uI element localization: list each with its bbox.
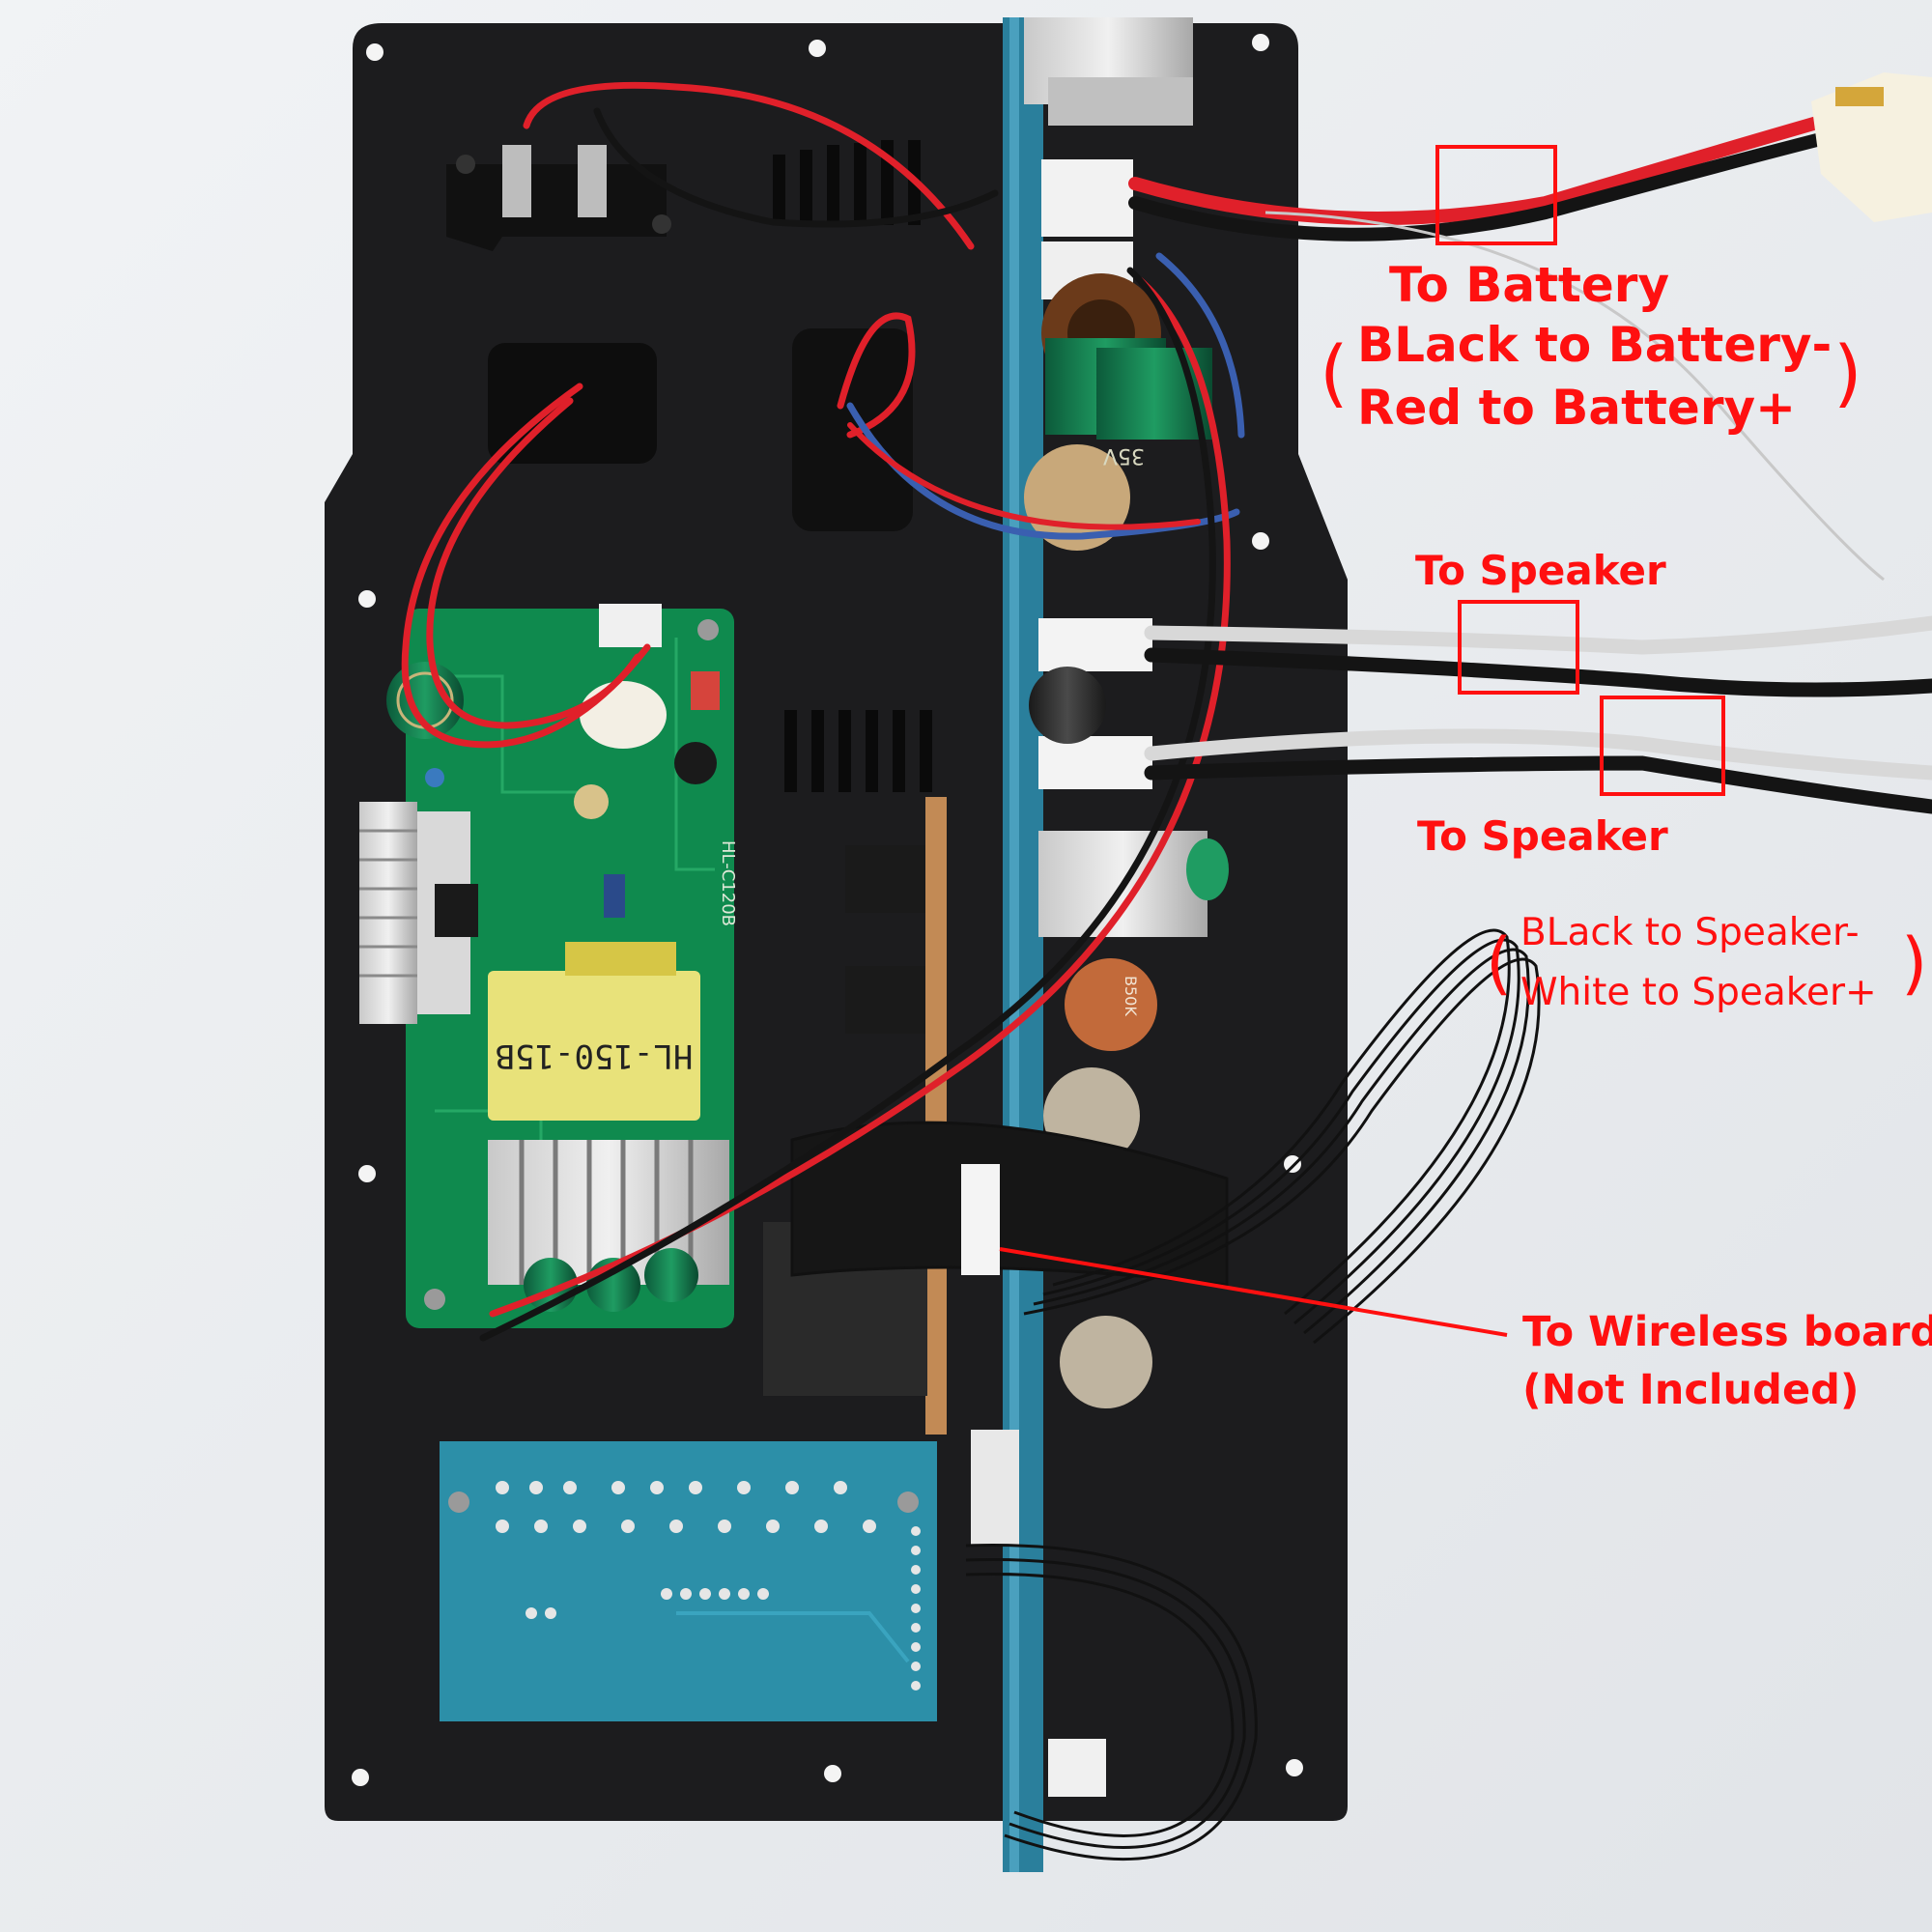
speaker-cable-2 (1144, 728, 1932, 814)
battery-red-label: Red to Battery+ (1357, 380, 1796, 436)
speaker-paren-open: ( (1486, 923, 1513, 1003)
wireless-board-connector (961, 1164, 1000, 1275)
speaker-top-label: To Speaker (1415, 547, 1666, 594)
cap-rating-print: 35V (1103, 443, 1145, 468)
speaker-highlight-box-2 (1600, 696, 1725, 796)
internal-wiring (401, 81, 1245, 1342)
battery-paren-open: ( (1320, 329, 1349, 415)
amp-connector-power (1041, 159, 1133, 237)
wireless-board-label: To Wireless board (1522, 1312, 1932, 1353)
amp-connector-speaker-1 (1038, 618, 1152, 671)
wireless-pointer-line (999, 1247, 1508, 1337)
pot-value-print: B50K (1122, 976, 1140, 1016)
amp-connector-speaker-2 (1038, 736, 1152, 789)
speaker-highlight-box-1 (1458, 600, 1579, 695)
psu-model-print: HL-C120B (718, 840, 738, 926)
ribbon-cable (790, 928, 1541, 1861)
display-control-board (440, 1441, 937, 1721)
battery-black-label: BLack to Battery- (1357, 317, 1833, 373)
psu-heatsink-left (359, 802, 478, 1024)
battery-title-label: To Battery (1389, 257, 1670, 313)
ac-inlet-connector (446, 145, 671, 251)
speaker-cable-1 (1144, 615, 1932, 697)
battery-paren-close: ) (1833, 329, 1862, 415)
amp-filter-capacitors (1045, 338, 1212, 440)
speaker-paren-close: ) (1901, 923, 1928, 1003)
battery-plug (1811, 72, 1932, 222)
audio-transistors (845, 797, 947, 1435)
psu-transformer (488, 942, 700, 1121)
battery-cable (1128, 99, 1881, 242)
speaker-bottom-label: To Speaker (1417, 812, 1668, 860)
transformer-print: HL-150-15B (496, 1037, 694, 1075)
not-included-label: (Not Included) (1522, 1366, 1860, 1414)
speaker-white-label: White to Speaker+ (1520, 971, 1877, 1014)
potentiometer (1065, 958, 1157, 1051)
cable-grommet (488, 343, 657, 464)
battery-highlight-box (1435, 145, 1557, 245)
amplifier-main-board (971, 17, 1229, 1872)
background-cable (1264, 211, 1885, 582)
speaker-black-label: BLack to Speaker- (1520, 911, 1860, 954)
